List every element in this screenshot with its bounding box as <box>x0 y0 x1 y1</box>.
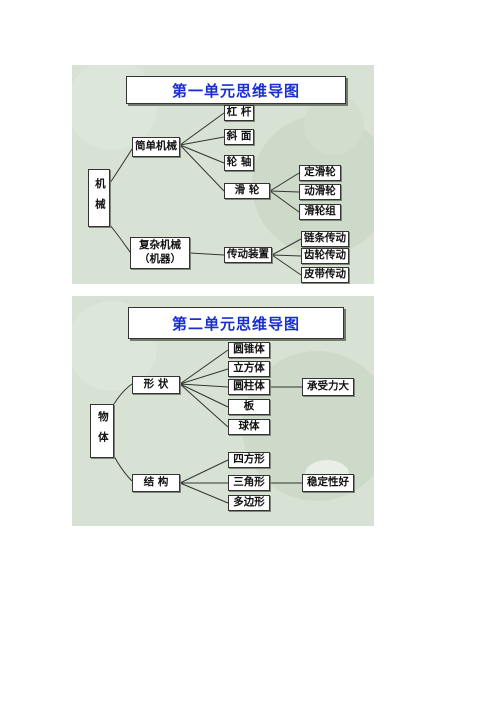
root-machine: 机械 <box>88 169 110 227</box>
node-lever: 杠 杆 <box>224 105 254 121</box>
node-complex-machine: 复杂机械 （机器） <box>130 237 190 269</box>
mind-map-unit-1: 第一单元思维导图 机械 简单机械 杠 杆 斜 面 轮 轴 滑 轮 定滑轮 动滑轮… <box>72 65 374 284</box>
node-triangle: 三角形 <box>228 475 270 491</box>
complex-machine-line-2: （机器） <box>139 253 181 265</box>
node-incline: 斜 面 <box>224 129 254 145</box>
node-pulley-block: 滑轮组 <box>299 204 341 220</box>
mind-map-unit-2: 第二单元思维导图 物体 形 状 圆锥体 立方体 圆柱体 板 球体 承受力大 结 … <box>72 296 374 526</box>
root-object: 物体 <box>90 404 114 458</box>
node-square: 四方形 <box>228 452 270 468</box>
unit-2-title: 第二单元思维导图 <box>128 307 344 339</box>
node-structure: 结 构 <box>132 474 180 492</box>
node-simple-machines: 简单机械 <box>132 137 180 157</box>
node-stable: 稳定性好 <box>302 474 354 492</box>
node-transmission: 传动装置 <box>224 247 272 263</box>
node-bearing-strong: 承受力大 <box>302 378 354 396</box>
node-wheel-axle: 轮 轴 <box>224 155 254 171</box>
node-sphere: 球体 <box>228 419 270 435</box>
connector-lines <box>113 349 302 504</box>
node-fixed-pulley: 定滑轮 <box>299 165 341 181</box>
unit-1-title: 第一单元思维导图 <box>126 76 346 104</box>
complex-machine-line-1: 复杂机械 <box>139 239 181 252</box>
node-cone: 圆锥体 <box>228 342 270 358</box>
node-cube: 立方体 <box>228 361 270 377</box>
node-belt-drive: 皮带传动 <box>301 267 349 283</box>
node-plate: 板 <box>228 399 270 415</box>
node-shape: 形 状 <box>132 376 180 394</box>
node-pulley: 滑 轮 <box>224 183 270 199</box>
node-movable-pulley: 动滑轮 <box>299 184 341 200</box>
node-polygon: 多边形 <box>228 495 270 511</box>
node-chain-drive: 链条传动 <box>301 231 349 247</box>
node-gear-drive: 齿轮传动 <box>301 248 349 264</box>
node-cylinder: 圆柱体 <box>228 379 270 395</box>
